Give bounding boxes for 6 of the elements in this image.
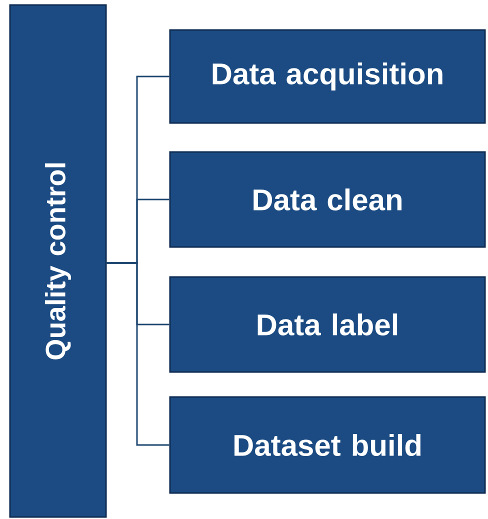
category-box: Quality control xyxy=(9,4,107,518)
process-box: Data acquisition xyxy=(169,29,486,124)
process-box: Data label xyxy=(169,276,486,373)
connector-line xyxy=(106,262,170,446)
process-box: Data clean xyxy=(169,151,486,248)
process-box: Dataset build xyxy=(169,396,486,494)
